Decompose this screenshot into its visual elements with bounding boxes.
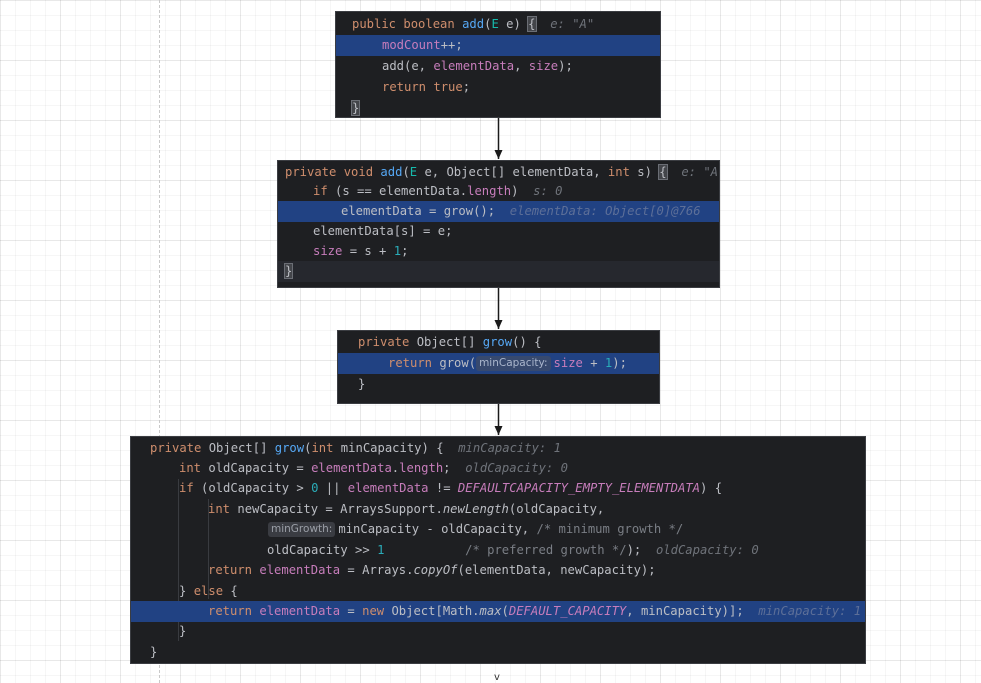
debug-value-hint: e: "A" — [550, 17, 595, 31]
code-line-current-execution[interactable]: modCount++; — [336, 35, 660, 56]
code-line[interactable]: int oldCapacity = elementData.length; ol… — [179, 461, 568, 475]
code-line-closing-brace[interactable]: } — [150, 645, 158, 659]
debug-value-hint: e: "A" — [681, 165, 719, 179]
code-line[interactable]: if (s == elementData.length) s: 0 — [313, 184, 563, 198]
code-block-add-private: private void add(E e, Object[] elementDa… — [277, 160, 720, 288]
code-line[interactable]: int newCapacity = ArraysSupport.newLengt… — [208, 502, 605, 516]
code-line[interactable]: return true; — [382, 80, 471, 94]
code-line-signature[interactable]: private Object[] grow(int minCapacity) {… — [150, 441, 561, 455]
dashed-guide-line — [159, 0, 160, 683]
code-line[interactable]: elementData[s] = e; — [313, 224, 453, 238]
bottom-connector-mark: v — [494, 672, 500, 683]
debug-value-hint: minCapacity: 1 — [458, 441, 561, 455]
code-line[interactable]: if (oldCapacity > 0 || elementData != DE… — [179, 481, 723, 495]
code-line-current-execution[interactable]: return grow(minCapacity:size + 1); — [338, 353, 659, 374]
code-line-signature[interactable]: public boolean add(E e) { e: "A" — [352, 16, 595, 32]
code-line[interactable]: oldCapacity >> 1 /* preferred growth */)… — [267, 543, 759, 557]
indent-guide — [178, 479, 179, 641]
debug-value-hint: elementData: Object[0]@766 — [509, 204, 701, 218]
code-line[interactable]: } else { — [179, 584, 238, 598]
code-line-closing-brace[interactable]: } — [358, 377, 366, 391]
parameter-name-hint: minCapacity: — [476, 356, 551, 371]
code-line-current-execution[interactable]: return elementData = new Object[Math.max… — [131, 601, 865, 622]
indent-guide — [208, 499, 209, 599]
code-line-signature[interactable]: private void add(E e, Object[] elementDa… — [278, 162, 719, 183]
debug-value-hint: s: 0 — [533, 184, 563, 198]
code-line-closing-brace[interactable]: } — [278, 261, 719, 282]
code-block-grow-no-args: private Object[] grow() { return grow(mi… — [337, 330, 660, 404]
code-line[interactable]: minGrowth:minCapacity - oldCapacity, /* … — [131, 519, 865, 540]
text-caret — [292, 263, 294, 278]
parameter-name-hint: minGrowth: — [268, 522, 336, 537]
code-line-current-execution[interactable]: elementData = grow(); elementData: Objec… — [278, 201, 719, 222]
code-line-signature[interactable]: private Object[] grow() { — [358, 335, 542, 349]
code-block-grow-min-capacity: private Object[] grow(int minCapacity) {… — [130, 436, 866, 664]
code-line[interactable]: add(e, elementData, size); — [382, 59, 573, 73]
code-line[interactable]: return elementData = Arrays.copyOf(eleme… — [208, 563, 656, 577]
debug-value-hint: oldCapacity: 0 — [465, 461, 568, 475]
code-line[interactable]: size = s + 1; — [313, 244, 409, 258]
debug-value-hint: oldCapacity: 0 — [655, 543, 759, 557]
code-line-closing-brace[interactable]: } — [350, 100, 361, 116]
code-line-closing-brace[interactable]: } — [179, 624, 187, 638]
text-caret — [359, 100, 361, 115]
code-block-add-public: public boolean add(E e) { e: "A" modCoun… — [335, 11, 661, 118]
debug-value-hint: minCapacity: 1 — [758, 604, 862, 618]
